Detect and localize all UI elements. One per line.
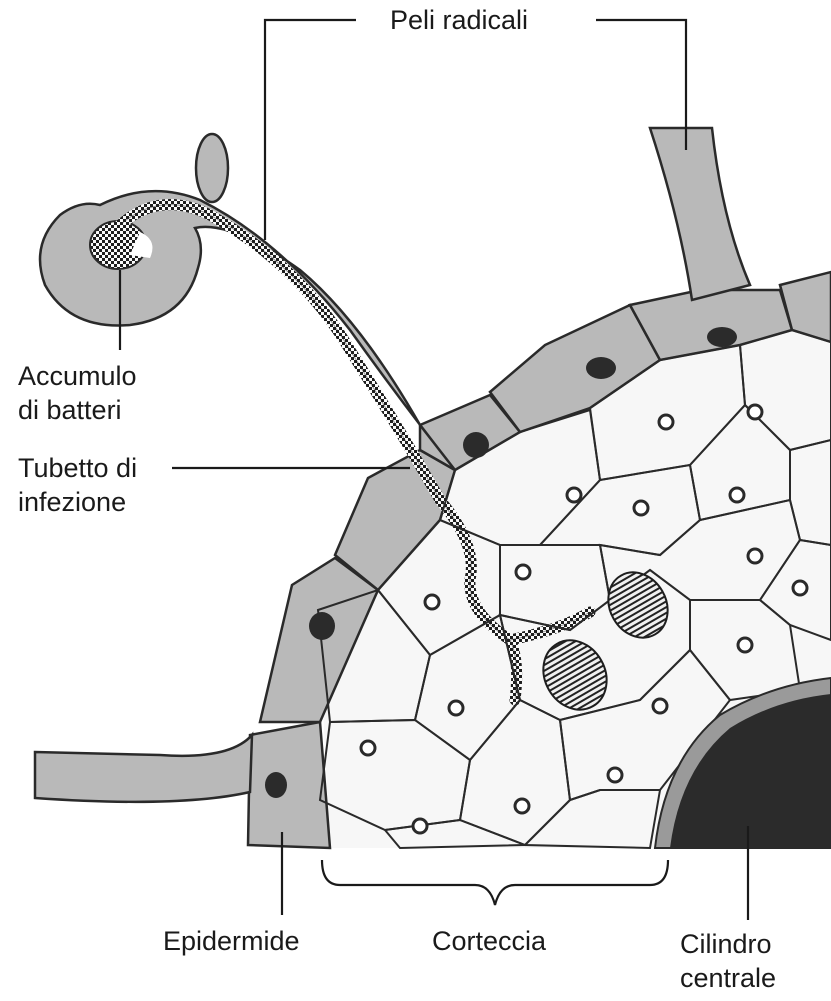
root-hair-tip-small (196, 134, 228, 202)
label-cortex: Corteccia (432, 925, 546, 957)
label-stele-line2: centrale (680, 962, 776, 994)
label-bacteria-line2: di batteri (18, 394, 122, 426)
label-root-hairs: Peli radicali (390, 4, 528, 36)
label-infection-line1: Tubetto di (18, 452, 137, 484)
root-hair-lower (35, 735, 252, 802)
label-epidermis: Epidermide (163, 925, 300, 957)
root-hair-right (650, 128, 750, 300)
label-infection-line2: infezione (18, 486, 126, 518)
label-bacteria-line1: Accumulo (18, 360, 137, 392)
root-hair-leader (265, 20, 356, 240)
cortex-brace (322, 860, 668, 905)
epidermis-cell (248, 722, 330, 848)
label-stele-line1: Cilindro (680, 928, 772, 960)
